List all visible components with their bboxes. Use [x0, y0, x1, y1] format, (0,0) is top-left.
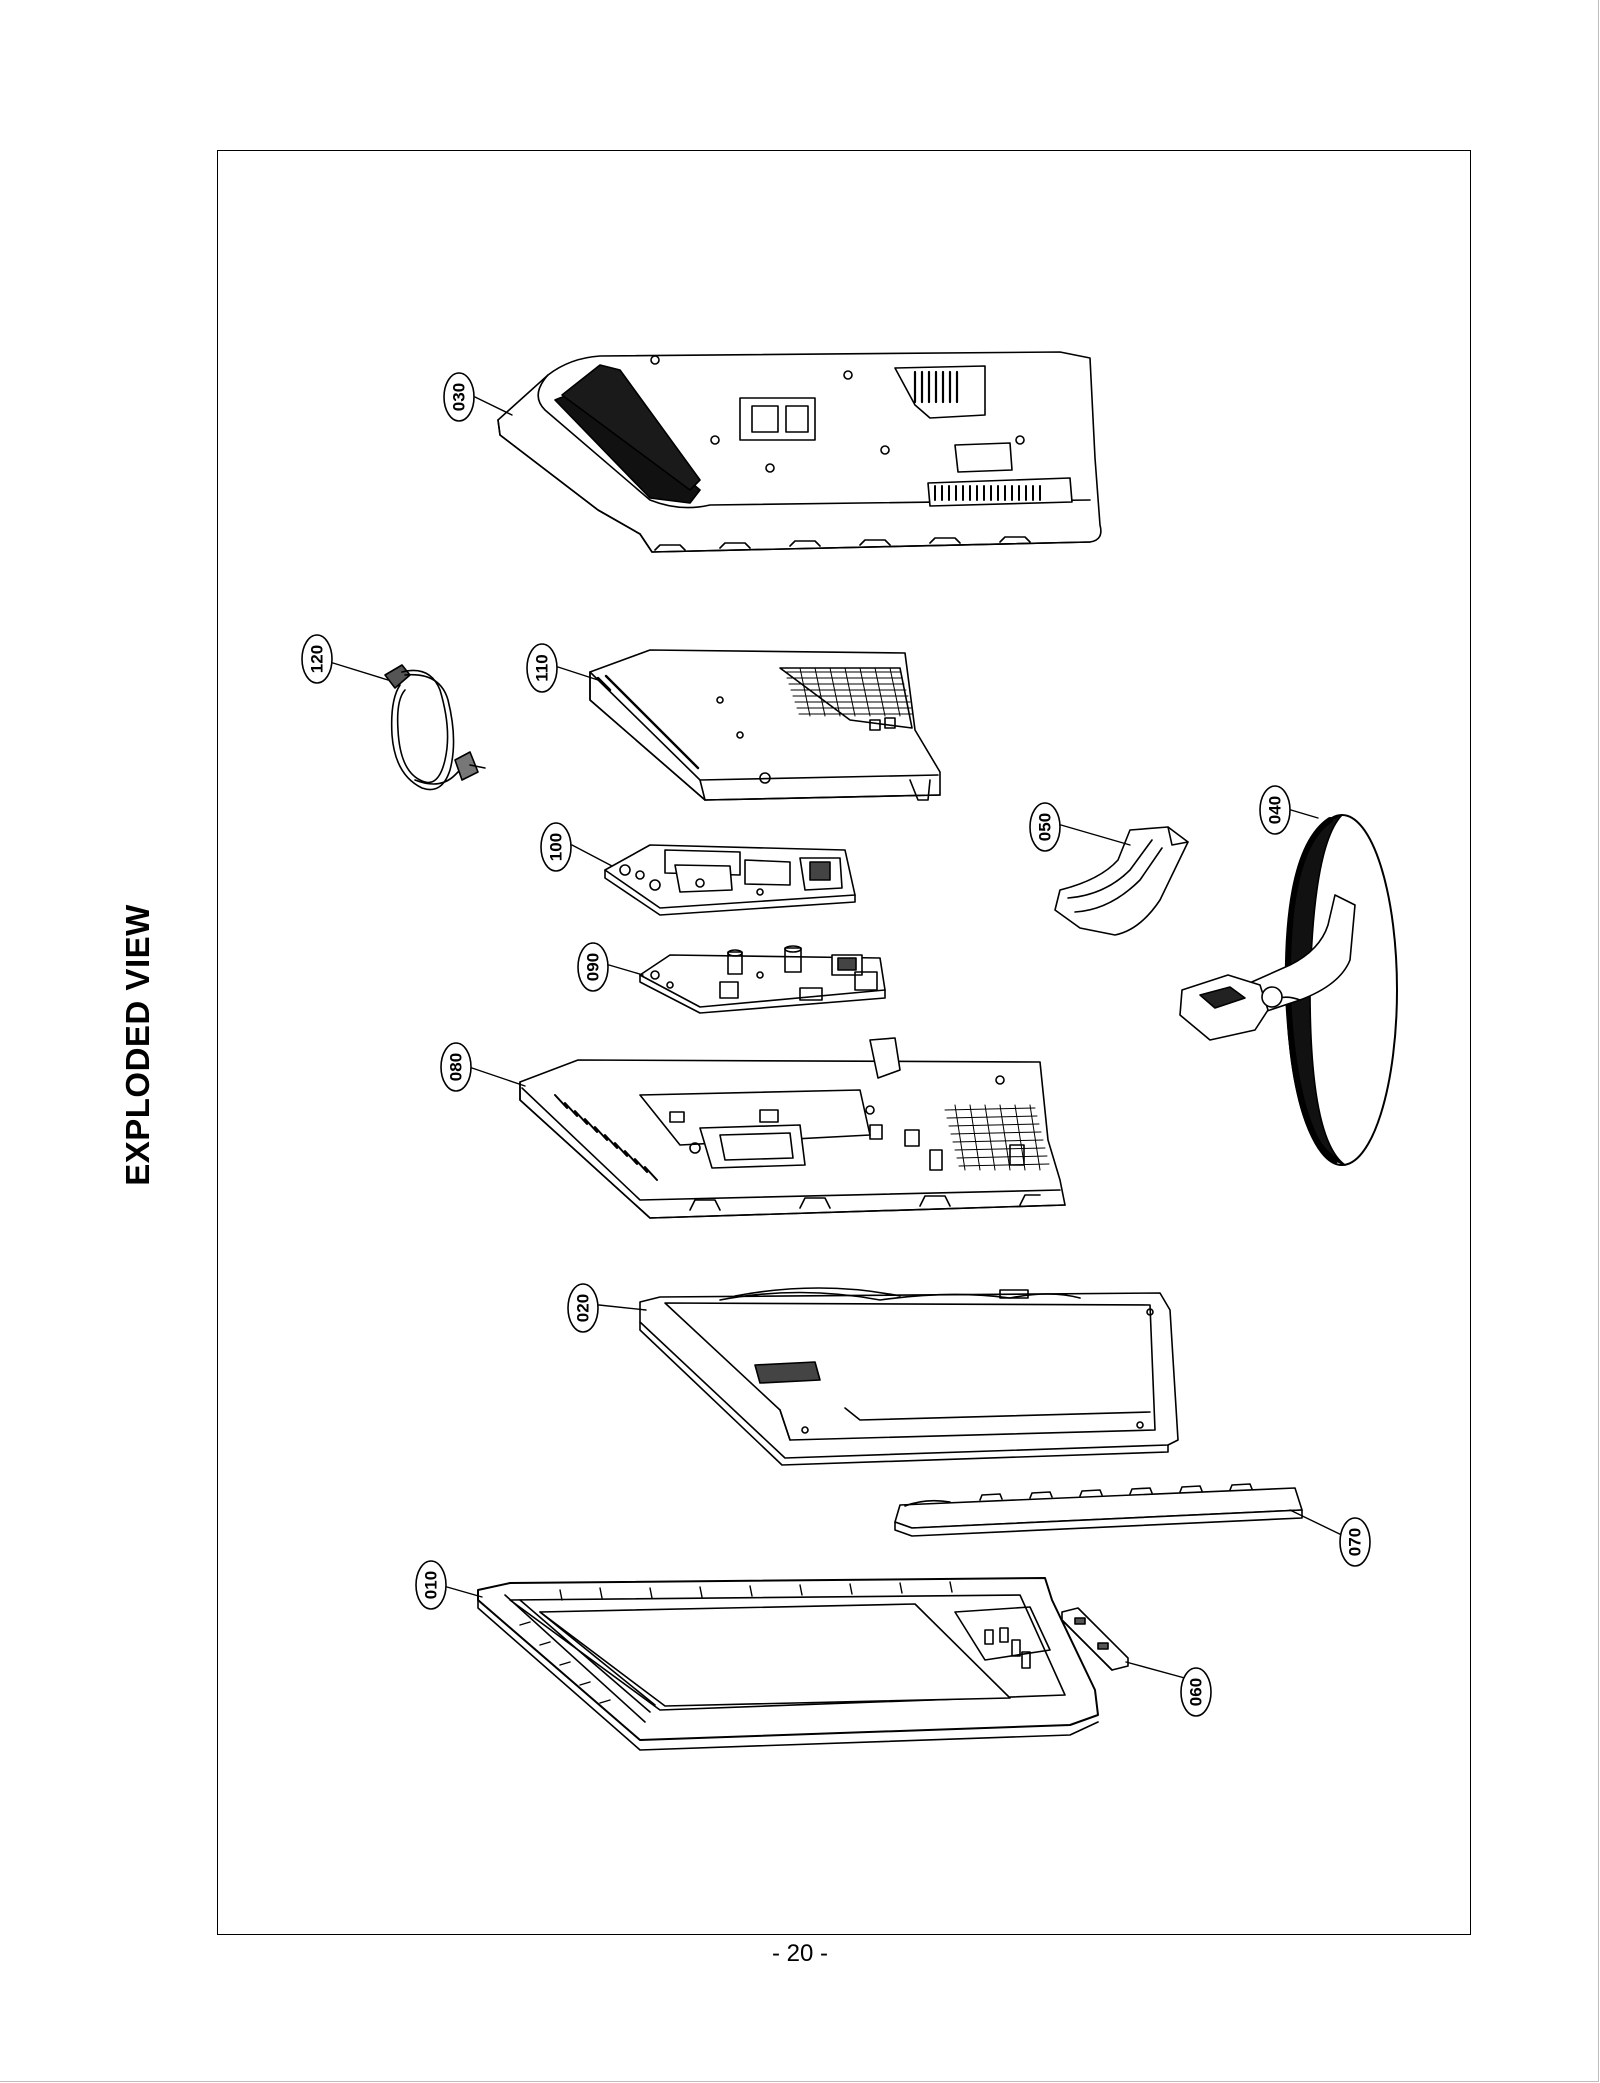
lcd-panel-part — [639, 1287, 1179, 1466]
callout-label-100: 100 — [547, 833, 566, 861]
shield-cover-part — [589, 649, 941, 801]
callout-110: 110 — [526, 643, 558, 693]
callout-100: 100 — [540, 822, 572, 872]
callout-label-050: 050 — [1036, 813, 1055, 841]
callout-120: 120 — [301, 634, 333, 684]
page-number: - 20 - — [771, 1940, 828, 1967]
callout-label-110: 110 — [533, 654, 552, 681]
callout-label-030: 030 — [450, 383, 469, 411]
leader-lines — [332, 396, 1353, 1681]
callout-040: 040 — [1259, 785, 1291, 835]
callout-010: 010 — [415, 1560, 447, 1610]
diagram-frame — [217, 150, 1471, 1935]
callout-030: 030 — [443, 372, 475, 422]
callout-label-090: 090 — [584, 953, 603, 981]
callout-080: 080 — [440, 1042, 472, 1092]
rear-cover-part — [497, 351, 1102, 553]
control-strip-part — [894, 1483, 1303, 1537]
callout-050: 050 — [1029, 802, 1061, 852]
callout-label-070: 070 — [1346, 1528, 1365, 1556]
hinge-cover-part — [1054, 826, 1189, 936]
callout-060: 060 — [1180, 1667, 1212, 1717]
callout-020: 020 — [567, 1283, 599, 1333]
callout-090: 090 — [577, 942, 609, 992]
callout-label-020: 020 — [574, 1294, 593, 1322]
power-cord-part — [384, 664, 486, 791]
callout-label-080: 080 — [447, 1053, 466, 1081]
chassis-frame-part — [519, 1037, 1066, 1219]
callout-070: 070 — [1339, 1517, 1371, 1567]
callout-label-010: 010 — [422, 1571, 441, 1599]
front-bezel-part — [477, 1577, 1099, 1751]
control-board-part — [1061, 1607, 1129, 1671]
callout-label-060: 060 — [1187, 1678, 1206, 1706]
callout-label-120: 120 — [308, 645, 327, 673]
power-board-part — [604, 844, 856, 916]
stand-base-part — [1179, 814, 1398, 1166]
main-board-part — [639, 945, 886, 1014]
callout-label-040: 040 — [1266, 796, 1285, 824]
